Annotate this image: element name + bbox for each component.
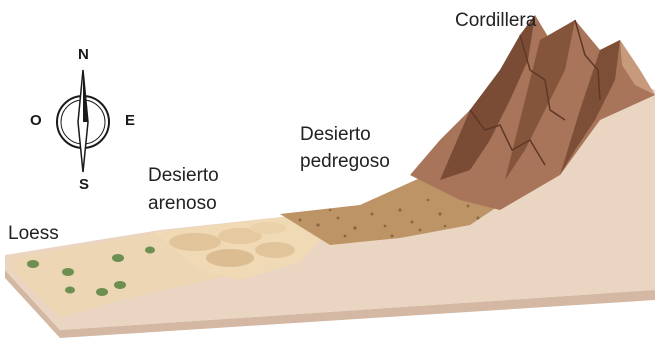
label-loess: Loess <box>8 221 59 246</box>
label-desierto-pedregoso-line2: pedregoso <box>300 149 390 174</box>
compass-east-label: E <box>125 112 135 129</box>
label-desierto-pedregoso-line1: Desierto <box>300 122 371 147</box>
compass-rose <box>57 70 109 172</box>
label-desierto-arenoso-line2: arenoso <box>148 191 217 216</box>
compass-north-label: N <box>78 46 89 63</box>
compass-south-label: S <box>79 176 89 193</box>
label-desierto-arenoso-line1: Desierto <box>148 163 219 188</box>
compass-west-label: O <box>30 112 42 129</box>
label-cordillera: Cordillera <box>455 8 536 33</box>
